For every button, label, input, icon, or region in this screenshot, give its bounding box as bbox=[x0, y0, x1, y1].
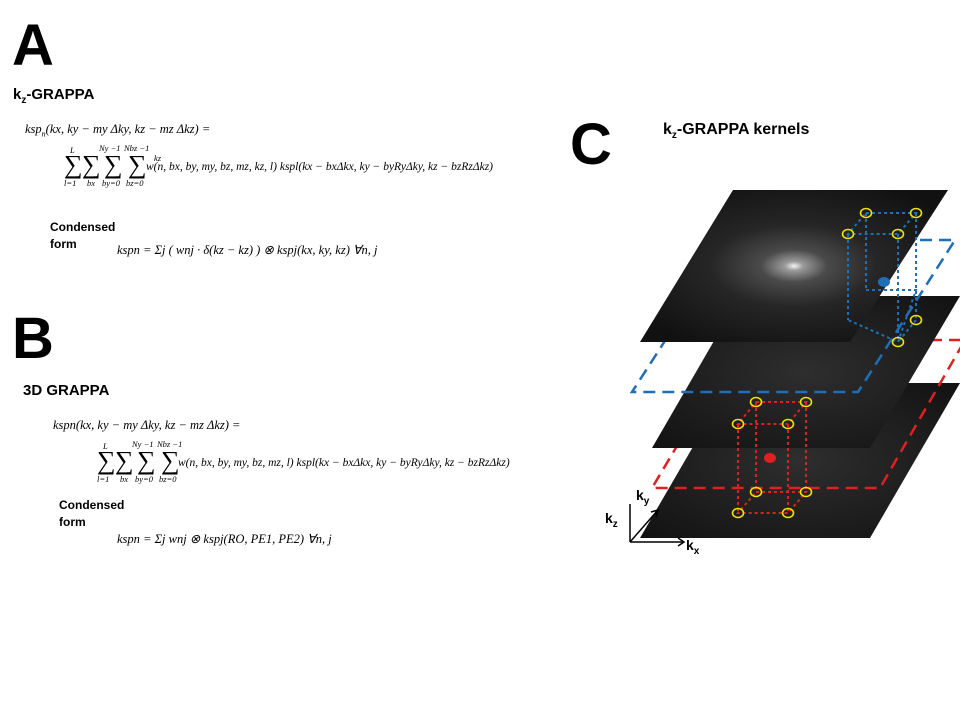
panel-a-heading-sub: z bbox=[21, 95, 27, 106]
panel-a-heading-k: k bbox=[13, 86, 22, 103]
b-sum4-top: Nbz −1 bbox=[157, 439, 183, 449]
axis-ky-label: ky bbox=[636, 487, 650, 507]
b-sum3-sigma: ∑ bbox=[137, 446, 156, 475]
panel-c-heading-rest: -GRAPPA kernels bbox=[676, 121, 810, 138]
panel-b-condensed-label: Condensed form bbox=[59, 497, 124, 531]
panel-a-form-word: form bbox=[50, 237, 77, 251]
b-sum3-top: Ny −1 bbox=[132, 439, 154, 449]
panel-a-heading-rest: -GRAPPA bbox=[26, 86, 95, 103]
sum4-sigma: ∑ bbox=[128, 150, 147, 179]
slab-top-kspace bbox=[640, 190, 948, 342]
b-sum1-sigma: ∑ bbox=[97, 446, 116, 475]
panel-a-condensed-word: Condensed bbox=[50, 220, 116, 234]
panel-b-heading: 3D GRAPPA bbox=[23, 382, 110, 399]
panel-letter-b: B bbox=[12, 306, 54, 371]
sum1-sigma: ∑ bbox=[64, 150, 83, 179]
panel-b-condensed-equation: kspn = Σj wnj ⊗ kspj(RO, PE1, PE2) ∀n, j bbox=[117, 532, 332, 546]
b-sum4-sigma: ∑ bbox=[161, 446, 180, 475]
panel-a-lhs-rest: x, ky − my Δky, kz − mz Δkz) = bbox=[55, 122, 211, 136]
sum4-top: Nbz −1 bbox=[124, 143, 150, 153]
sum1-top: L bbox=[70, 145, 75, 155]
panel-a-summations: L ∑ l=1 ∑ bx Ny −1 ∑ by=0 Nbz −1 ∑ bz=0 bbox=[62, 144, 172, 192]
panel-a-heading: kz-GRAPPA bbox=[13, 86, 94, 106]
b-sum2-bottom: bx bbox=[120, 474, 129, 484]
panel-a-lhs: ksp bbox=[25, 122, 42, 136]
sum2-bottom: bx bbox=[87, 178, 96, 188]
panel-c-heading-sub: z bbox=[671, 130, 677, 142]
b-sum1-top: L bbox=[103, 441, 108, 451]
axis-kz-label: kz bbox=[605, 510, 618, 530]
panel-letter-c: C bbox=[570, 112, 612, 177]
panel-b-equation-line2: w(n, bx, by, my, bz, mz, l) kspl(kx − bx… bbox=[178, 457, 510, 469]
panel-b-form-word: form bbox=[59, 515, 86, 529]
blue-kernel-source-points bbox=[841, 207, 923, 348]
panel-b-summations: L ∑ l=1 ∑ bx Ny −1 ∑ by=0 Nbz −1 ∑ bz=0 bbox=[95, 440, 205, 488]
panel-b-condensed-word: Condensed bbox=[59, 498, 125, 512]
b-sum3-bottom: by=0 bbox=[135, 474, 154, 484]
red-target-point bbox=[764, 453, 776, 463]
panel-a-condensed-label: Condensed form bbox=[50, 219, 115, 253]
axis-kx-label: kx bbox=[686, 537, 700, 557]
blue-kernel-box bbox=[845, 212, 919, 344]
sum4-bottom: bz=0 bbox=[126, 178, 144, 188]
red-kernel-source-points bbox=[731, 396, 813, 519]
red-kernel-box bbox=[735, 401, 809, 514]
blue-target-point bbox=[878, 277, 890, 287]
panel-a-condensed-equation: kspn = Σj ( wnj · δ(kz − kz) ) ⊗ kspj(kx… bbox=[117, 243, 378, 257]
b-sum2-sigma: ∑ bbox=[115, 446, 134, 475]
sum3-sigma: ∑ bbox=[104, 150, 123, 179]
sum3-bottom: by=0 bbox=[102, 178, 121, 188]
panel-b-equation-line1: kspn(kx, ky − my Δky, kz − mz Δkz) = bbox=[53, 418, 241, 432]
panel-a-lhs-args: (k bbox=[45, 122, 56, 136]
panel-a-equation-line1: kspn(kx, ky − my Δky, kz − mz Δkz) = bbox=[25, 123, 210, 139]
panel-c-heading-k: k bbox=[663, 121, 672, 138]
b-sum1-bottom: l=1 bbox=[97, 474, 110, 484]
panel-a-lhs-sub: n bbox=[41, 129, 46, 139]
panel-letter-a: A bbox=[12, 13, 54, 78]
sum1-bottom: l=1 bbox=[64, 178, 77, 188]
axes bbox=[629, 504, 686, 547]
sum3-top: Ny −1 bbox=[99, 143, 121, 153]
panel-a-weight-sup: kz bbox=[154, 153, 162, 163]
panel-c-heading: kz-GRAPPA kernels bbox=[663, 121, 809, 141]
panel-a-equation-line2: w(n, bx, by, my, bz, mz, kz, l) kspl(kx … bbox=[146, 161, 494, 173]
b-sum4-bottom: bz=0 bbox=[159, 474, 177, 484]
sum2-sigma: ∑ bbox=[82, 150, 101, 179]
